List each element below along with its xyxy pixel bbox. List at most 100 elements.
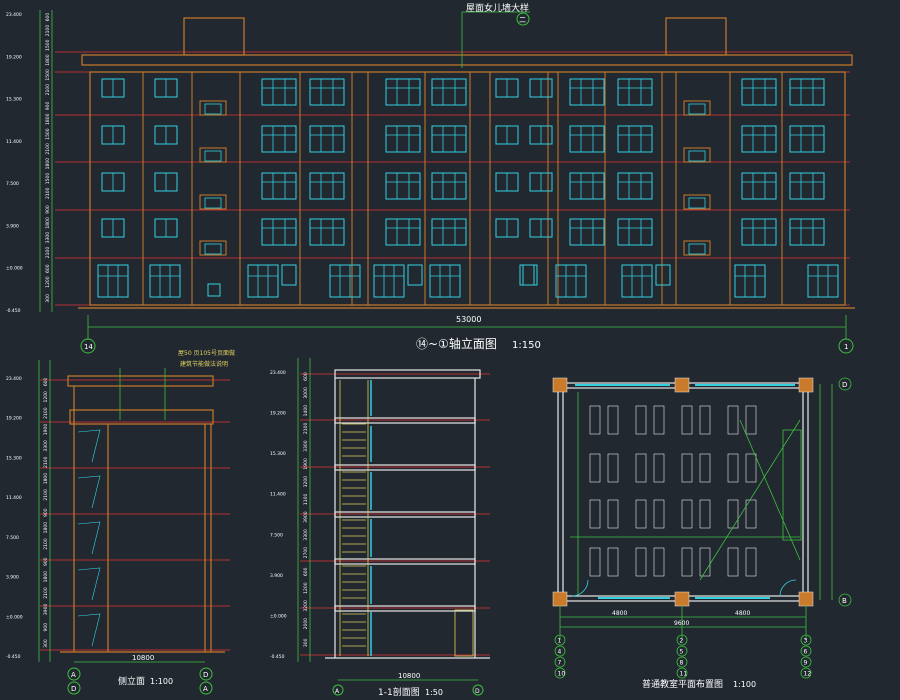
desk — [589, 405, 601, 435]
axis-circle — [472, 684, 484, 696]
parapet — [81, 54, 853, 66]
side-outline — [60, 375, 225, 653]
roof-stair-left — [183, 17, 245, 56]
desk — [589, 547, 601, 577]
desk — [727, 453, 739, 483]
window-frame — [741, 172, 777, 200]
small-window — [207, 283, 221, 297]
dim-label: 600 — [303, 567, 309, 576]
window — [529, 78, 553, 98]
window-frame — [789, 125, 825, 153]
stair-treads — [342, 613, 366, 647]
column — [674, 377, 690, 393]
section-bottom-dim: 10800 — [398, 672, 420, 680]
section-outline — [325, 369, 490, 659]
main-elevation: 23.40019.20015.30011.4007.5003.900±0.000… — [6, 2, 855, 354]
window — [309, 78, 345, 106]
stair-window-frame — [199, 240, 227, 256]
dim-label: 600 — [45, 264, 51, 273]
dim-label: 2100 — [45, 25, 51, 37]
ground-window — [429, 264, 461, 298]
section-axis-right: D — [475, 688, 480, 695]
side-parapet — [67, 375, 214, 387]
axis-label: 6 — [804, 649, 808, 656]
desk — [653, 453, 665, 483]
window-frame — [569, 172, 605, 200]
roof-stair-right — [665, 17, 727, 56]
dim-label: 1800 — [45, 217, 51, 229]
stair-treads — [342, 519, 366, 553]
axis-circle — [199, 681, 213, 695]
level-label: 3.900 — [6, 223, 19, 229]
window-frame — [555, 264, 587, 298]
window-frame — [261, 78, 297, 106]
dim-label: 3900 — [303, 511, 309, 523]
window-frame — [309, 125, 345, 153]
window-frame — [807, 264, 839, 298]
window — [495, 218, 519, 238]
dim-label: 1500 — [45, 173, 51, 185]
desk — [653, 547, 665, 577]
side-scale: 1:100 — [150, 677, 173, 686]
column — [798, 377, 814, 393]
axis-circle — [800, 645, 812, 657]
ground-window — [247, 264, 279, 298]
window — [569, 218, 605, 246]
dim-label: 1200 — [43, 391, 49, 403]
plan-dim-2: 4800 — [735, 610, 750, 617]
dim-label: 1800 — [45, 113, 51, 125]
window-frame — [569, 218, 605, 246]
plan-axis-d: D — [842, 381, 847, 389]
desk — [635, 547, 647, 577]
section-slab — [334, 558, 476, 565]
side-axis-l2: D — [71, 685, 76, 693]
plan-desks — [589, 405, 757, 577]
blackboard — [782, 429, 802, 541]
dim-label: 2100 — [45, 187, 51, 199]
axis-circle — [199, 667, 213, 681]
dim-label: 2100 — [43, 587, 49, 599]
plan-windows — [575, 384, 795, 599]
window-frame — [429, 264, 461, 298]
dim-label: 1100 — [303, 494, 309, 506]
stair-treads — [342, 423, 366, 457]
window-frame — [373, 264, 405, 298]
section-slab — [334, 605, 476, 612]
window — [431, 78, 467, 106]
desk — [681, 453, 693, 483]
window — [617, 78, 653, 106]
small-window — [281, 264, 297, 286]
main-scale: 1:150 — [512, 340, 541, 351]
side-axis-r2: A — [203, 685, 208, 693]
dim-label: 1500 — [45, 69, 51, 81]
ground-window — [373, 264, 405, 298]
plan-dim-total: 9600 — [674, 620, 689, 627]
window — [529, 218, 553, 238]
axis-right: 1 — [844, 343, 848, 351]
dim-label: 2100 — [43, 489, 49, 501]
desk — [589, 453, 601, 483]
stair-window — [204, 197, 222, 209]
dim-label: 900 — [45, 101, 51, 110]
level-label: ±0.000 — [6, 266, 23, 272]
dim-label: 1900 — [43, 424, 49, 436]
ground-window — [734, 264, 766, 298]
window — [789, 218, 825, 246]
side-note-1: 屋50 页105号页面做 — [178, 349, 235, 357]
window — [261, 125, 297, 153]
window-frame — [261, 172, 297, 200]
dim-label: 300 — [303, 638, 309, 647]
ground-window — [329, 264, 361, 298]
desk — [745, 453, 757, 483]
axis-circle — [676, 634, 688, 646]
stair-window — [688, 197, 706, 209]
window-frame — [741, 125, 777, 153]
dim-label: 2100 — [45, 143, 51, 155]
window — [495, 78, 519, 98]
axis-label: 11 — [680, 671, 688, 678]
window-frame — [329, 264, 361, 298]
axis-circle — [676, 645, 688, 657]
window-frame — [431, 218, 467, 246]
desk — [699, 547, 711, 577]
